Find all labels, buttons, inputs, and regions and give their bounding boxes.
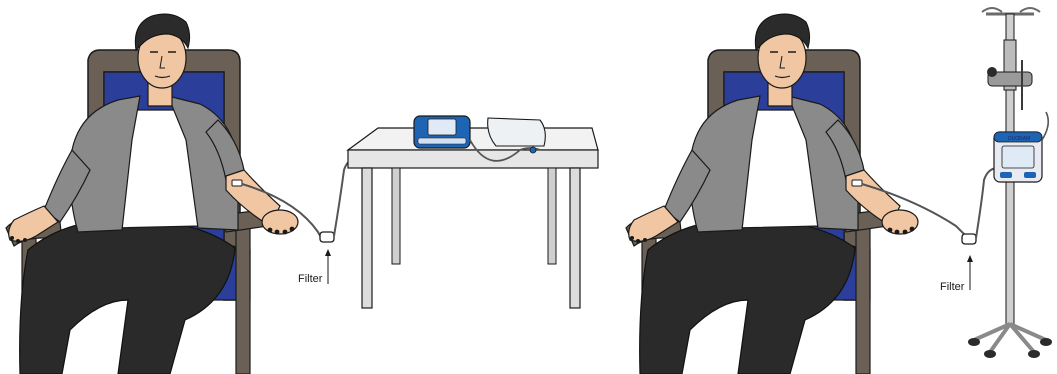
- iv-pole: [968, 8, 1052, 358]
- filter-label-left: Filter: [298, 273, 323, 285]
- patient-right: [629, 14, 918, 374]
- left-panel: Filter: [6, 14, 598, 374]
- infusion-device-right: DUORAM: [994, 112, 1048, 182]
- table: [348, 128, 598, 308]
- filter-label-right: Filter: [940, 281, 965, 293]
- filter-connector-right: [962, 234, 976, 244]
- infusion-device-left: [414, 116, 470, 148]
- device-screen-text: DUORAM: [1008, 136, 1030, 142]
- patient-left: [9, 14, 298, 374]
- filter-connector-left: [320, 232, 334, 242]
- right-panel: Filter DUORAM: [626, 8, 1052, 374]
